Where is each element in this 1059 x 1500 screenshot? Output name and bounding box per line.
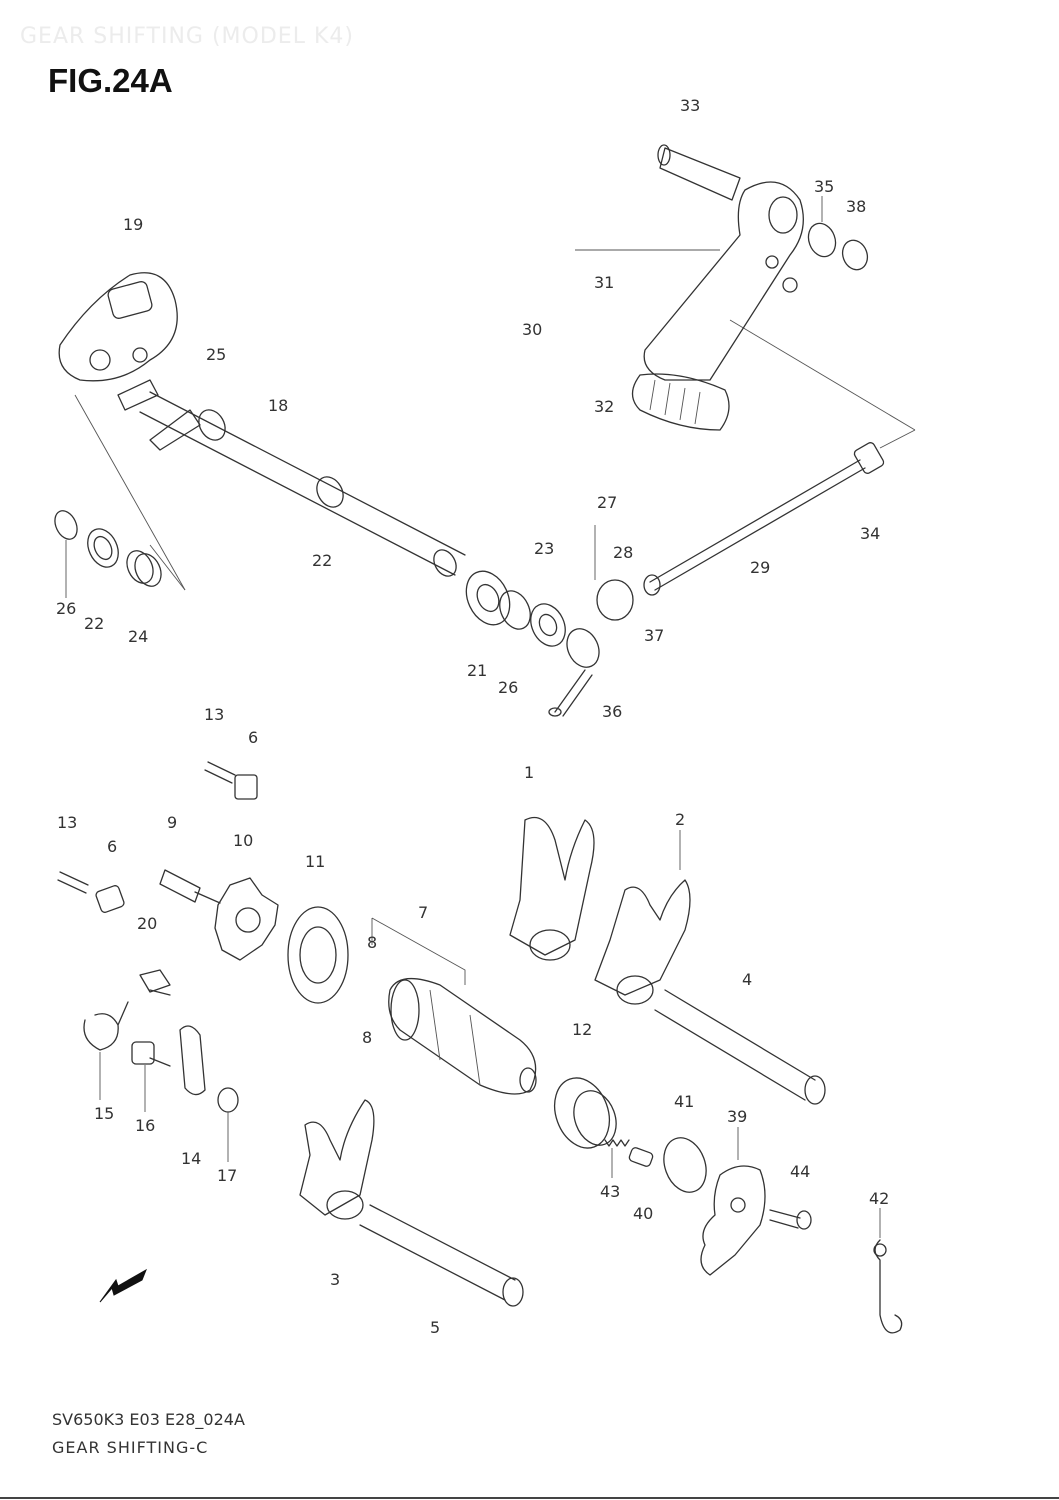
callout-18: 18 bbox=[268, 396, 288, 415]
gearshift-arm bbox=[58, 272, 178, 411]
callout-40: 40 bbox=[633, 1204, 653, 1223]
callout-5: 5 bbox=[430, 1318, 440, 1337]
callout-37: 37 bbox=[644, 626, 664, 645]
shift-fork-1 bbox=[509, 816, 595, 961]
drawing-code: SV650K3 E03 E28_024A bbox=[52, 1410, 245, 1429]
callout-26a: 26 bbox=[56, 599, 76, 618]
callout-36: 36 bbox=[602, 702, 622, 721]
callout-22b: 22 bbox=[84, 614, 104, 633]
callout-8b: 8 bbox=[362, 1028, 372, 1047]
leader-line bbox=[371, 917, 466, 985]
callout-22a: 22 bbox=[312, 551, 332, 570]
return-spring bbox=[873, 1239, 903, 1334]
cam-pawl-set bbox=[604, 1137, 707, 1193]
callout-32: 32 bbox=[594, 397, 614, 416]
cam-stopper-bolt bbox=[57, 761, 258, 913]
leader-line bbox=[74, 394, 186, 591]
callout-30: 30 bbox=[522, 320, 542, 339]
callout-39: 39 bbox=[727, 1107, 747, 1126]
callout-29: 29 bbox=[750, 558, 770, 577]
callout-13a: 13 bbox=[204, 705, 224, 724]
shift-fork-2 bbox=[594, 879, 691, 1005]
fork-shaft-4 bbox=[654, 989, 826, 1105]
callout-26b: 26 bbox=[498, 678, 518, 697]
shaft-washers bbox=[465, 570, 600, 668]
callout-43: 43 bbox=[600, 1182, 620, 1201]
shift-fork-3 bbox=[299, 1099, 375, 1220]
callout-4: 4 bbox=[742, 970, 752, 989]
callout-27: 27 bbox=[597, 493, 617, 512]
cam-shaft-bearing bbox=[553, 1077, 617, 1149]
oil-seal-set bbox=[54, 510, 162, 587]
callout-20: 20 bbox=[137, 914, 157, 933]
cam-stopper-spring-set bbox=[83, 969, 239, 1113]
callout-31: 31 bbox=[594, 273, 614, 292]
callout-11: 11 bbox=[305, 852, 325, 871]
callout-3: 3 bbox=[330, 1270, 340, 1289]
cam-bearing bbox=[287, 906, 349, 1004]
leader-line bbox=[729, 319, 916, 431]
callout-7: 7 bbox=[418, 903, 428, 922]
callout-24: 24 bbox=[128, 627, 148, 646]
callout-6b: 6 bbox=[107, 837, 117, 856]
callout-8a: 8 bbox=[367, 933, 377, 952]
callout-21: 21 bbox=[467, 661, 487, 680]
ghost-title: GEAR SHIFTING (MODEL K4) bbox=[20, 24, 354, 49]
leader-line bbox=[149, 544, 186, 591]
leader-line bbox=[879, 429, 916, 449]
callout-41: 41 bbox=[674, 1092, 694, 1111]
callout-6a: 6 bbox=[248, 728, 258, 747]
callout-42: 42 bbox=[869, 1189, 889, 1208]
gearshift-shaft bbox=[139, 391, 466, 577]
gearshift-cam bbox=[388, 978, 537, 1095]
callout-38: 38 bbox=[846, 197, 866, 216]
callout-33: 33 bbox=[680, 96, 700, 115]
lever-washer-clip bbox=[807, 222, 869, 271]
callout-13b: 13 bbox=[57, 813, 77, 832]
callout-35: 35 bbox=[814, 177, 834, 196]
callout-16: 16 bbox=[135, 1116, 155, 1135]
callout-25: 25 bbox=[206, 345, 226, 364]
callout-10: 10 bbox=[233, 831, 253, 850]
forward-direction-arrow: FWD bbox=[99, 1268, 147, 1306]
callout-2: 2 bbox=[675, 810, 685, 829]
callout-19: 19 bbox=[123, 215, 143, 234]
callout-15: 15 bbox=[94, 1104, 114, 1123]
callout-28: 28 bbox=[613, 543, 633, 562]
callout-12: 12 bbox=[572, 1020, 592, 1039]
fork-shaft-5 bbox=[359, 1204, 524, 1307]
drawing-name: GEAR SHIFTING-C bbox=[52, 1438, 209, 1457]
callout-14: 14 bbox=[181, 1149, 201, 1168]
callout-23: 23 bbox=[534, 539, 554, 558]
callout-9: 9 bbox=[167, 813, 177, 832]
callout-44: 44 bbox=[790, 1162, 810, 1181]
pawl-lifter bbox=[700, 1165, 766, 1276]
gearshift-link-rod bbox=[596, 442, 885, 621]
pawl-lifter-bolt bbox=[769, 1209, 812, 1230]
callout-17: 17 bbox=[217, 1166, 237, 1185]
page-border bbox=[0, 1497, 1059, 1499]
bolt bbox=[548, 669, 593, 717]
callout-1: 1 bbox=[524, 763, 534, 782]
gearshift-lever bbox=[631, 144, 804, 431]
cam-driven-gear bbox=[159, 869, 279, 961]
callout-labels: 1 2 3 4 5 6 6 7 8 8 9 10 11 12 13 13 14 … bbox=[56, 96, 889, 1337]
callout-34: 34 bbox=[860, 524, 880, 543]
figure-title: FIG.24A bbox=[48, 62, 173, 99]
